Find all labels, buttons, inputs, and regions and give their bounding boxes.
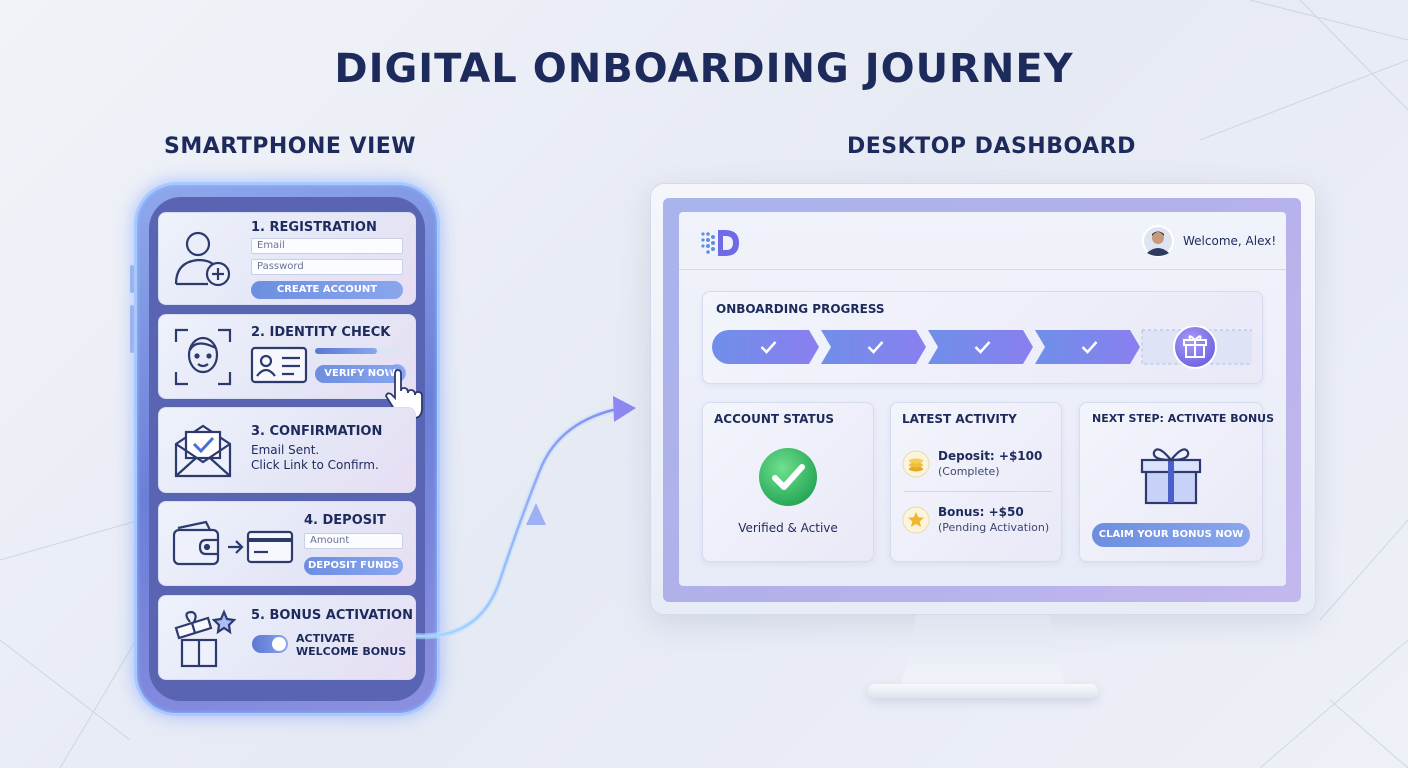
gift-icon (174, 609, 237, 668)
bonus-activation-title: 5. BONUS ACTIVATION (251, 608, 413, 623)
confirmation-line-2: Click Link to Confirm. (251, 458, 379, 472)
latest-activity-title: LATEST ACTIVITY (902, 412, 1017, 426)
confirmation-title: 3. CONFIRMATION (251, 424, 383, 439)
toggle-label-line-1: ACTIVATE (296, 632, 355, 645)
toggle-label-line-2: WELCOME BONUS (296, 645, 407, 658)
verified-check-icon (759, 448, 817, 506)
progress-step-complete (1035, 330, 1140, 364)
identity-title: 2. IDENTITY CHECK (251, 325, 391, 340)
activity-item: Deposit: +$100 (Complete) (938, 449, 1042, 479)
activity-item: Bonus: +$50 (Pending Activation) (938, 505, 1049, 535)
welcome-text: Welcome, Alex! (1183, 234, 1277, 248)
password-input[interactable]: Password (251, 259, 403, 275)
welcome-bonus-toggle[interactable] (252, 635, 288, 653)
onboarding-progress-bar (712, 326, 1252, 369)
check-icon (1081, 341, 1098, 354)
account-status-text: Verified & Active (738, 521, 838, 535)
dashboard-header (679, 212, 1286, 270)
activity-item-status: (Pending Activation) (938, 521, 1050, 534)
identity-progress-fill (315, 348, 377, 354)
gift-box-icon (1140, 448, 1202, 505)
check-icon (760, 341, 777, 354)
id-card-icon (250, 346, 308, 384)
activity-item-label: Deposit: +$100 (938, 449, 1043, 463)
deposit-funds-button[interactable]: DEPOSIT FUNDS (304, 557, 403, 575)
registration-title: 1. REGISTRATION (251, 220, 377, 235)
progress-step-complete (928, 330, 1033, 364)
phone-side-button (130, 265, 134, 293)
check-icon (867, 341, 884, 354)
account-status-title: ACCOUNT STATUS (714, 412, 835, 426)
coins-icon (902, 450, 930, 478)
progress-step-complete (821, 330, 926, 364)
monitor-stand (900, 615, 1066, 690)
next-step-title: NEXT STEP: ACTIVATE BONUS (1092, 412, 1275, 425)
create-account-button[interactable]: CREATE ACCOUNT (251, 281, 403, 299)
add-user-icon (174, 231, 231, 287)
toggle-knob (272, 637, 286, 651)
face-scan-icon (174, 328, 232, 386)
verify-now-button[interactable]: VERIFY NOW (315, 365, 405, 383)
monitor-stand-base (868, 684, 1098, 698)
email-confirm-icon (174, 424, 232, 478)
page-title: DIGITAL ONBOARDING JOURNEY (334, 46, 1074, 92)
desktop-section-title: DESKTOP DASHBOARD (847, 134, 1136, 159)
check-icon (974, 341, 991, 354)
activity-item-label: Bonus: +$50 (938, 505, 1024, 519)
claim-bonus-button[interactable]: CLAIM YOUR BONUS NOW (1092, 523, 1250, 547)
activity-divider (904, 491, 1052, 492)
confirmation-line-1: Email Sent. (251, 443, 320, 457)
star-icon (902, 506, 930, 534)
latest-activity-panel (890, 402, 1062, 562)
avatar[interactable] (1142, 225, 1174, 257)
gift-icon (1183, 335, 1207, 358)
onboarding-progress-title: ONBOARDING PROGRESS (716, 302, 885, 316)
toggle-label: ACTIVATE WELCOME BONUS (296, 632, 406, 658)
amount-input[interactable]: Amount (304, 533, 403, 549)
phone-side-button (130, 305, 134, 353)
email-input[interactable]: Email (251, 238, 403, 254)
activity-item-status: (Complete) (938, 465, 1000, 478)
logo-icon[interactable] (699, 224, 745, 260)
smartphone-section-title: SMARTPHONE VIEW (164, 134, 417, 159)
identity-progress-track (315, 348, 403, 354)
deposit-title: 4. DEPOSIT (304, 513, 386, 528)
wallet-to-card-icon (172, 520, 294, 566)
progress-step-complete (712, 330, 819, 364)
